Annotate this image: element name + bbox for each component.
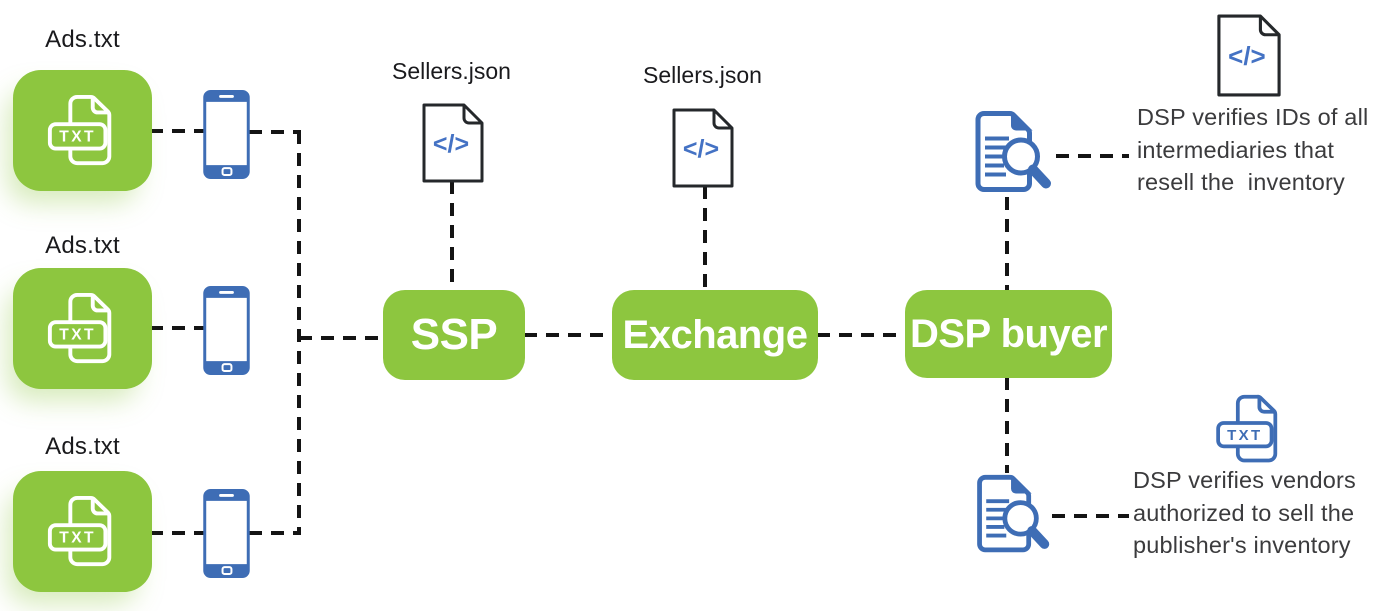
annotation-line: authorized to sell the (1133, 499, 1355, 526)
dsp-buyer-node: DSP buyer (905, 290, 1112, 378)
connector-dsp-verify-bottom (1005, 377, 1009, 473)
txt-badge-text: TXT (1227, 427, 1262, 444)
txt-file-icon: TXT (47, 495, 111, 566)
code-file-icon: </> (1217, 14, 1281, 97)
code-glyph-text: </> (1228, 43, 1265, 71)
code-file-icon: </> (422, 103, 484, 183)
txt-file-icon: TXT (47, 94, 111, 165)
ads-txt-label: Ads.txt (45, 232, 120, 259)
connector-verifybottom-text (1052, 514, 1129, 518)
document-search-icon (977, 474, 1050, 553)
ads-txt-tile: TXT (13, 70, 152, 191)
annotation-line: resell the inventory (1137, 169, 1345, 195)
annotation-line: DSP verifies IDs of all (1137, 104, 1369, 130)
connector-bus-ssp (299, 336, 384, 340)
connector-exchange-dsp (817, 333, 906, 337)
exchange-node: Exchange (612, 290, 818, 380)
connector-phone3-bus (249, 531, 301, 535)
txt-file-icon: TXT (47, 292, 111, 363)
ads-txt-tile: TXT (13, 268, 152, 389)
connector-tile2-phone2 (150, 326, 205, 330)
annotation-line: publisher's inventory (1133, 532, 1351, 558)
dsp-verify-vendors-note: DSP verifies vendors authorized to sell … (1133, 464, 1356, 562)
dsp-verify-ids-note: DSP verifies IDs of all intermediaries t… (1137, 101, 1368, 199)
txt-badge-text: TXT (59, 529, 96, 546)
connector-sellersjson1-ssp (450, 181, 454, 291)
ssp-node: SSP (383, 290, 525, 380)
document-search-icon (975, 111, 1051, 192)
txt-badge-text: TXT (59, 128, 96, 145)
ads-txt-label: Ads.txt (45, 433, 120, 460)
sellers-json-label: Sellers.json (643, 62, 762, 88)
connector-publisher-bus (297, 131, 301, 533)
phone-icon (203, 489, 250, 578)
code-file-icon: </> (672, 108, 734, 188)
connector-phone1-bus (249, 130, 301, 134)
annotation-line: intermediaries that (1137, 136, 1335, 163)
connector-tile1-phone1 (150, 129, 204, 133)
connector-verifytop-text (1056, 154, 1129, 158)
sellers-json-label: Sellers.json (392, 58, 511, 84)
txt-badge-text: TXT (59, 326, 96, 343)
connector-dsp-verify-top (1005, 197, 1009, 291)
ads-txt-label: Ads.txt (45, 26, 120, 53)
txt-file-icon-blue: TXT (1216, 394, 1278, 463)
connector-ssp-exchange (524, 333, 613, 337)
code-glyph-text: </> (683, 135, 719, 163)
ads-txt-tile: TXT (13, 471, 152, 592)
annotation-line: DSP verifies vendors (1133, 467, 1356, 493)
phone-icon (203, 286, 250, 375)
connector-sellersjson2-exchange (703, 186, 707, 291)
code-glyph-text: </> (433, 130, 469, 158)
phone-icon (203, 90, 250, 179)
connector-tile3-phone3 (150, 531, 206, 535)
